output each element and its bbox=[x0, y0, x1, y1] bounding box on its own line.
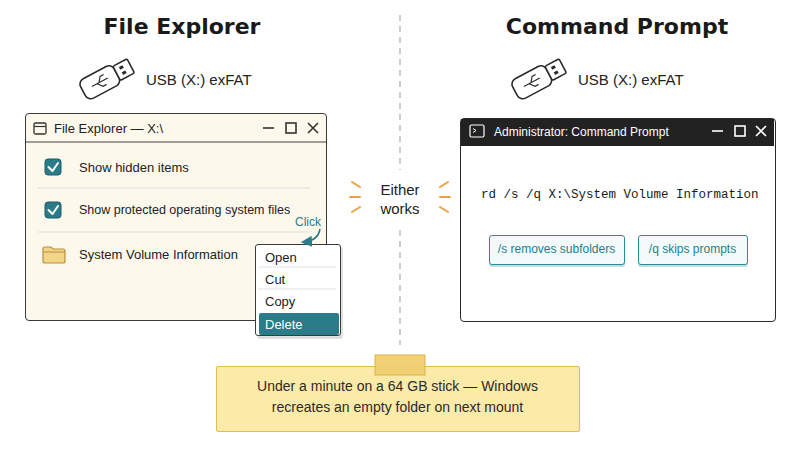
option-label: Show protected operating system files bbox=[79, 202, 319, 218]
tape-strip bbox=[375, 355, 425, 375]
menu-item: Cut bbox=[265, 271, 335, 288]
checkbox-checked bbox=[45, 159, 61, 175]
divider-line bbox=[399, 15, 401, 170]
menu-item: Copy bbox=[265, 293, 335, 310]
column-heading: File Explorer bbox=[62, 12, 302, 41]
checkbox-checked bbox=[45, 202, 61, 218]
window-icon bbox=[473, 129, 476, 133]
folder-icon bbox=[43, 247, 65, 263]
either-works-note: Either works bbox=[364, 180, 436, 218]
context-menu: OpenCutCopyDelete bbox=[255, 244, 341, 336]
close-button bbox=[308, 123, 318, 133]
window-icon bbox=[470, 125, 484, 137]
minimize-button bbox=[712, 130, 723, 132]
note-text: Under a minute on a 64 GB stick — Window… bbox=[227, 376, 568, 418]
window-title: File Explorer — X:\ bbox=[54, 120, 274, 137]
row-separator bbox=[38, 232, 310, 233]
maximize-button bbox=[286, 123, 296, 133]
flag-tag: /q skips prompts bbox=[638, 235, 748, 265]
command-prompt-window: Administrator: Command Prompt rd /s /q X:… bbox=[460, 118, 776, 322]
option-label: Show hidden items bbox=[79, 159, 309, 176]
menu-item-selected: Delete bbox=[259, 313, 339, 335]
usb-stick-icon bbox=[510, 56, 568, 101]
menu-item: Open bbox=[265, 249, 335, 266]
command-text: rd /s /q X:\System Volume Information bbox=[481, 187, 773, 203]
usb-stick-icon bbox=[78, 56, 136, 101]
menu-item: Delete bbox=[265, 316, 335, 333]
minimize-button bbox=[263, 127, 274, 129]
title-bar-divider bbox=[26, 142, 326, 143]
folder-name: System Volume Information bbox=[79, 246, 254, 263]
drive-label: USB (X:) exFAT bbox=[146, 70, 306, 90]
row-separator bbox=[38, 188, 310, 189]
menu-separator bbox=[258, 267, 336, 289]
maximize-button bbox=[735, 126, 745, 136]
flag-text: /q skips prompts bbox=[639, 236, 746, 263]
flag-text: /s removes subfolders bbox=[490, 236, 623, 263]
drive-label: USB (X:) exFAT bbox=[578, 70, 738, 90]
click-arrow bbox=[303, 229, 320, 242]
window-title: Administrator: Command Prompt bbox=[461, 119, 774, 146]
close-button bbox=[756, 126, 766, 136]
window-icon bbox=[34, 123, 46, 134]
emphasis-ticks bbox=[350, 182, 450, 212]
flag-tag: /s removes subfolders bbox=[489, 235, 625, 265]
sticky-note: Under a minute on a 64 GB stick — Window… bbox=[216, 366, 580, 432]
column-heading: Command Prompt bbox=[497, 12, 737, 41]
divider-line bbox=[399, 230, 401, 345]
window-icon bbox=[34, 126, 46, 127]
click-hint: Click bbox=[295, 214, 335, 230]
